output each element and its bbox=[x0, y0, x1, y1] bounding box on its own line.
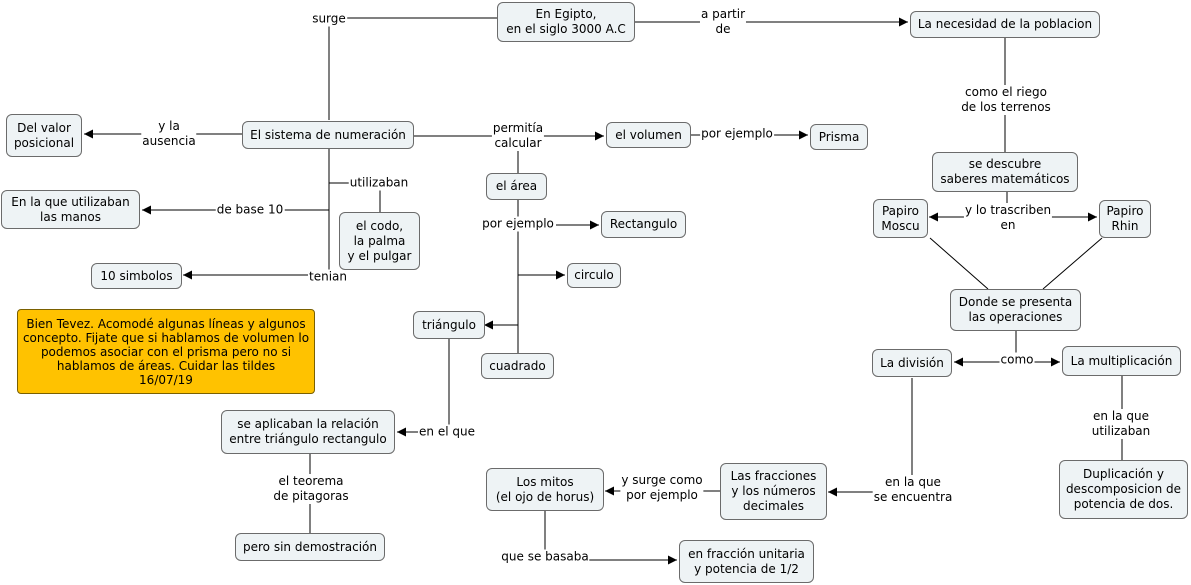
node-egipto[interactable]: En Egipto, en el siglo 3000 A.C bbox=[497, 2, 635, 42]
node-demostracion[interactable]: pero sin demostración bbox=[235, 533, 385, 561]
link-label-como: como bbox=[999, 352, 1035, 368]
link-label-base10: de base 10 bbox=[215, 202, 285, 218]
node-necesidad[interactable]: La necesidad de la poblacion bbox=[910, 11, 1100, 38]
link-label-por-ejemplo-vol: por ejemplo bbox=[700, 126, 774, 142]
node-area[interactable]: el área bbox=[486, 173, 547, 200]
line-moscu-op bbox=[929, 237, 989, 290]
node-rectangulo[interactable]: Rectangulo bbox=[601, 211, 686, 238]
node-circulo[interactable]: circulo bbox=[567, 263, 621, 288]
link-label-y-ausencia: y la ausencia bbox=[141, 119, 197, 149]
line-rhin-op bbox=[1042, 237, 1103, 290]
link-label-utilizaban: utilizaban bbox=[348, 175, 410, 191]
node-multiplicacion[interactable]: La multiplicación bbox=[1062, 346, 1181, 376]
node-simbolos[interactable]: 10 simbolos bbox=[91, 263, 182, 289]
node-volumen[interactable]: el volumen bbox=[606, 122, 691, 148]
node-sistema[interactable]: El sistema de numeración bbox=[242, 121, 414, 149]
link-label-en-el-que: en el que bbox=[418, 424, 476, 440]
node-manos[interactable]: En la que utilizaban las manos bbox=[1, 190, 140, 229]
node-division[interactable]: La división bbox=[872, 349, 952, 377]
node-relacion[interactable]: se aplicaban la relación entre triángulo… bbox=[221, 410, 395, 454]
line-surge bbox=[328, 17, 498, 120]
link-label-se-encuentra: en la que se encuentra bbox=[872, 475, 954, 505]
node-codo[interactable]: el codo, la palma y el pulgar bbox=[339, 212, 420, 270]
node-fraccion-unitaria[interactable]: en fracción unitaria y potencia de 1/2 bbox=[679, 540, 814, 583]
node-saberes[interactable]: se descubre saberes matemáticos bbox=[932, 152, 1078, 192]
node-triangulo[interactable]: triángulo bbox=[413, 311, 485, 339]
node-operaciones[interactable]: Donde se presenta las operaciones bbox=[950, 289, 1081, 331]
link-label-por-ejemplo-area: por ejemplo bbox=[481, 216, 555, 232]
link-label-riego: como el riego de los terrenos bbox=[960, 85, 1052, 115]
node-prisma[interactable]: Prisma bbox=[810, 124, 868, 150]
node-mitos[interactable]: Los mitos (el ojo de horus) bbox=[486, 468, 604, 511]
link-label-en-la-que-util: en la que utilizaban bbox=[1090, 409, 1152, 439]
node-duplicacion[interactable]: Duplicación y descomposicion de potencia… bbox=[1059, 460, 1188, 519]
node-fracciones[interactable]: Las fracciones y los números decimales bbox=[720, 463, 827, 520]
link-label-tenian: tenian bbox=[308, 269, 348, 285]
node-cuadrado[interactable]: cuadrado bbox=[481, 353, 554, 379]
link-label-surge: surge bbox=[311, 11, 347, 27]
link-label-trascriben: y lo trascriben en bbox=[963, 203, 1053, 233]
link-label-se-basaba: que se basaba bbox=[500, 549, 590, 565]
link-label-permitia: permitía calcular bbox=[491, 121, 545, 151]
note-feedback[interactable]: Bien Tevez. Acomodé algunas líneas y alg… bbox=[17, 309, 315, 394]
node-valor[interactable]: Del valor posicional bbox=[6, 114, 82, 157]
link-label-a-partir: a partir de bbox=[699, 7, 747, 37]
node-papiro-moscu[interactable]: Papiro Moscu bbox=[873, 199, 928, 238]
line-en-el-que bbox=[397, 339, 450, 437]
node-papiro-rhin[interactable]: Papiro Rhin bbox=[1099, 200, 1151, 238]
link-label-surge-ejemplo: y surge como por ejemplo bbox=[620, 473, 704, 503]
link-label-teorema: el teorema de pitagoras bbox=[272, 474, 350, 504]
